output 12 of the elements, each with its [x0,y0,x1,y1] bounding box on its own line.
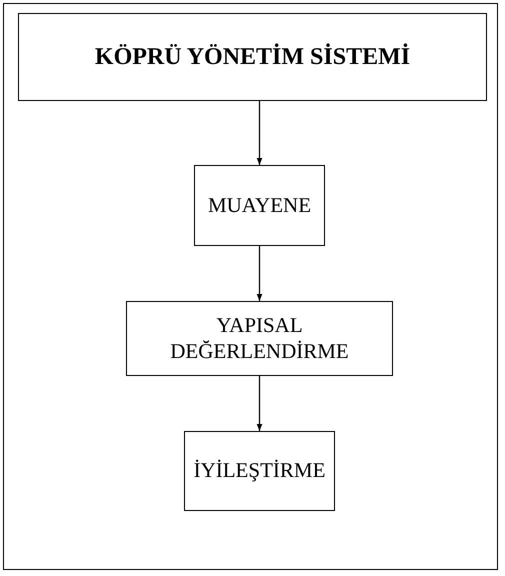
arrow [256,101,262,165]
title-box [18,13,487,101]
process-box [184,431,335,511]
process-box [194,165,325,246]
arrow [256,376,262,431]
title-text: KÖPRÜ YÖNETİM SİSTEMİ [94,42,410,72]
box-label: YAPISAL DEĞERLENDİRME [169,313,350,364]
arrow [256,246,262,301]
box-label: İYİLEŞTİRME [194,458,326,484]
process-box [126,301,393,376]
outer-frame [3,3,498,570]
box-label: MUAYENE [208,192,312,218]
